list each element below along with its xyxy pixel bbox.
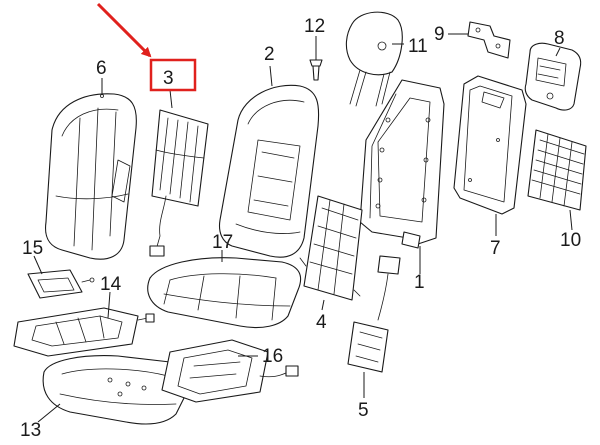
part-11-headrest [345,11,403,107]
callout-7: 7 [490,238,501,259]
callout-labels: 1 2 3 4 5 6 7 8 9 10 11 12 13 14 15 16 1… [20,16,581,441]
callout-15: 15 [22,238,43,259]
part-7-back-panel [453,75,527,215]
part-2-back-cushion [218,84,320,258]
part-9-bracket [467,21,511,59]
part-6-back-cover [44,93,137,260]
callout-11: 11 [408,36,428,57]
part-1-back-frame [359,79,445,249]
part-14-seat-heater [13,307,155,357]
callout-6: 6 [96,58,107,79]
callout-16: 16 [262,346,283,367]
part-12-clip [309,59,323,81]
callout-14: 14 [100,274,122,295]
callout-2: 2 [264,44,275,65]
callout-3: 3 [163,68,174,89]
callout-4: 4 [316,312,327,333]
part-3-heating-element [149,109,209,257]
callout-17: 17 [212,232,233,253]
part-13-seat-pan [42,355,188,425]
callout-12: 12 [304,16,325,37]
highlight-box-part-3 [149,58,197,92]
callout-5: 5 [358,400,369,421]
callout-8: 8 [554,28,565,49]
part-4-spring-mat [299,195,363,301]
callout-9: 9 [434,24,445,45]
leader-lines [33,33,573,423]
part-5-lumbar-adjuster [347,255,401,373]
callout-13: 13 [20,420,41,441]
part-17-seat-cushion [147,257,302,329]
part-10-map-pocket [527,129,587,211]
part-15-control-module [27,269,95,299]
callout-1: 1 [414,272,425,293]
highlight-arrow [96,2,152,58]
callout-10: 10 [560,230,581,251]
part-8-lumbar-panel [524,42,582,111]
